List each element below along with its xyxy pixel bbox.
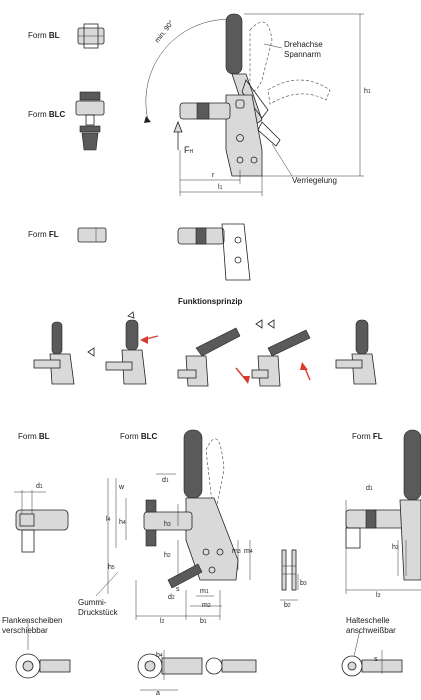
dim-m3: m3 <box>232 548 241 555</box>
dim-d2: d2 <box>168 594 175 601</box>
bottom-form-blc-drawing <box>95 429 251 620</box>
dim-bl-d1: d1 <box>36 483 43 490</box>
dim-m4: m4 <box>244 548 253 555</box>
dim-bracket-s: s <box>374 656 378 663</box>
top-view-bracket <box>341 629 403 677</box>
dim-b2: b2 <box>284 602 291 609</box>
dim-fl-d1: d1 <box>366 485 373 492</box>
principle-title: Funktionsprinzip <box>178 297 243 306</box>
form-fl-clamp-drawing <box>177 223 251 281</box>
principle-step-4 <box>251 319 311 387</box>
dim-l2: l2 <box>160 618 165 625</box>
dim-fl-h2: h2 <box>392 544 399 551</box>
dim-h4: h4 <box>119 519 126 526</box>
dim-h5: h5 <box>108 564 115 571</box>
principle-step-2 <box>105 311 159 385</box>
base-side-view-drawing <box>280 549 299 601</box>
dim-b1: b1 <box>200 618 207 625</box>
bottom-form-bl-drawing <box>14 490 69 553</box>
bottom-form-fl-drawing <box>345 429 421 594</box>
dim-h3: h3 <box>164 521 171 528</box>
principle-step-3 <box>177 327 250 387</box>
rubber-note: Gummi-Druckstück <box>78 598 118 617</box>
dim-m2: m2 <box>202 602 211 609</box>
dim-m1: m1 <box>200 588 209 595</box>
top-view-blc <box>137 650 257 691</box>
principle-step-5 <box>335 319 377 385</box>
principle-step-1 <box>33 321 95 385</box>
dim-b3: b3 <box>300 580 307 587</box>
form-bl-spindle-drawing <box>77 23 105 49</box>
bottom-form-fl-label: Form FL <box>352 432 383 441</box>
bottom-form-bl-label: Form BL <box>18 432 50 441</box>
dim-l1: l1 <box>218 184 223 191</box>
dim-h1: h1 <box>364 88 371 95</box>
form-blc-spindle-drawing <box>75 91 105 151</box>
dim-a: a <box>156 690 160 697</box>
dim-w: w <box>119 484 125 491</box>
dim-l4: l4 <box>106 516 111 523</box>
form-fl-label: Form FL <box>28 230 59 239</box>
dim-blc-h2: h2 <box>164 552 171 559</box>
main-clamp-drawing <box>144 13 364 196</box>
dim-blc-d1: d1 <box>162 477 169 484</box>
force-label: FH <box>184 145 194 156</box>
dim-l3: l3 <box>376 592 381 599</box>
form-fl-spindle-drawing <box>77 227 107 243</box>
dim-r: r <box>212 172 215 179</box>
dim-b4: b4 <box>156 652 163 659</box>
dim-blc-s: s <box>176 586 180 593</box>
form-bl-label: Form BL <box>28 31 60 40</box>
bottom-form-blc-label: Form BLC <box>120 432 158 441</box>
form-blc-label: Form BLC <box>28 110 66 119</box>
lock-label: Verriegelung <box>292 176 337 185</box>
top-view-washers <box>15 620 71 679</box>
